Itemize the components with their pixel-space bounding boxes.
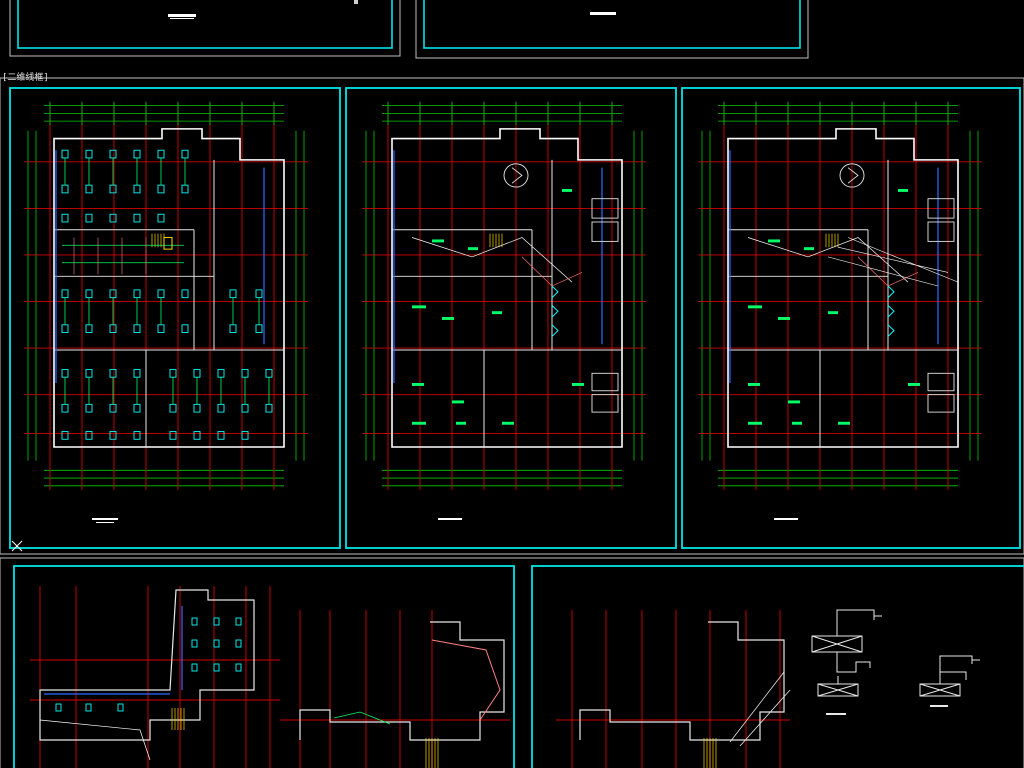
layout-outer-frame (0, 77, 1024, 555)
ucs-cross-icon (11, 540, 23, 552)
sheet-power-plan-a[interactable] (345, 87, 677, 549)
riser-diagram-2 (919, 655, 980, 707)
sheet-partial-plan-left[interactable] (13, 565, 515, 768)
sheet-lighting-plan[interactable] (9, 87, 341, 549)
sheet-top-left-partial[interactable] (9, 0, 401, 57)
riser-diagram-1 (811, 609, 882, 715)
sheet-power-plan-b[interactable] (681, 87, 1021, 549)
sheet-partial-plan-right[interactable] (531, 565, 1024, 768)
layout-bottom-outer-frame (0, 557, 1024, 768)
viewport-label[interactable]: [二维线框] (2, 73, 49, 83)
sheet-top-right-partial[interactable] (415, 0, 809, 59)
